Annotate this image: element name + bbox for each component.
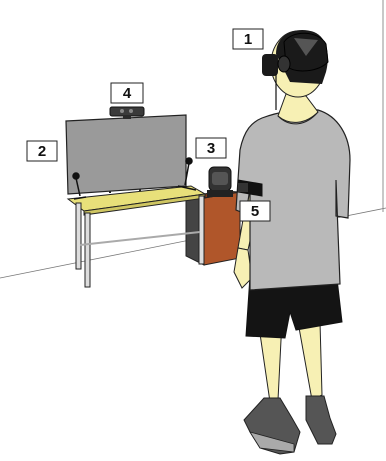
callout-5: 5 [240,201,270,221]
callout-5-label: 5 [251,203,259,220]
shirt [236,109,350,290]
table [68,186,205,287]
callout-1: 1 [233,29,263,49]
callout-2: 2 [27,141,57,161]
callout-2-label: 2 [38,143,46,160]
callout-4: 4 [111,83,143,103]
callout-1-label: 1 [244,31,252,48]
callout-4-label: 4 [123,85,132,102]
callout-3-label: 3 [207,140,215,157]
callout-3: 3 [196,138,226,158]
tracking-sensor [207,167,233,197]
right-shoe [306,396,336,444]
display-screen [66,115,186,194]
person [234,30,350,454]
cabinet [186,191,240,265]
